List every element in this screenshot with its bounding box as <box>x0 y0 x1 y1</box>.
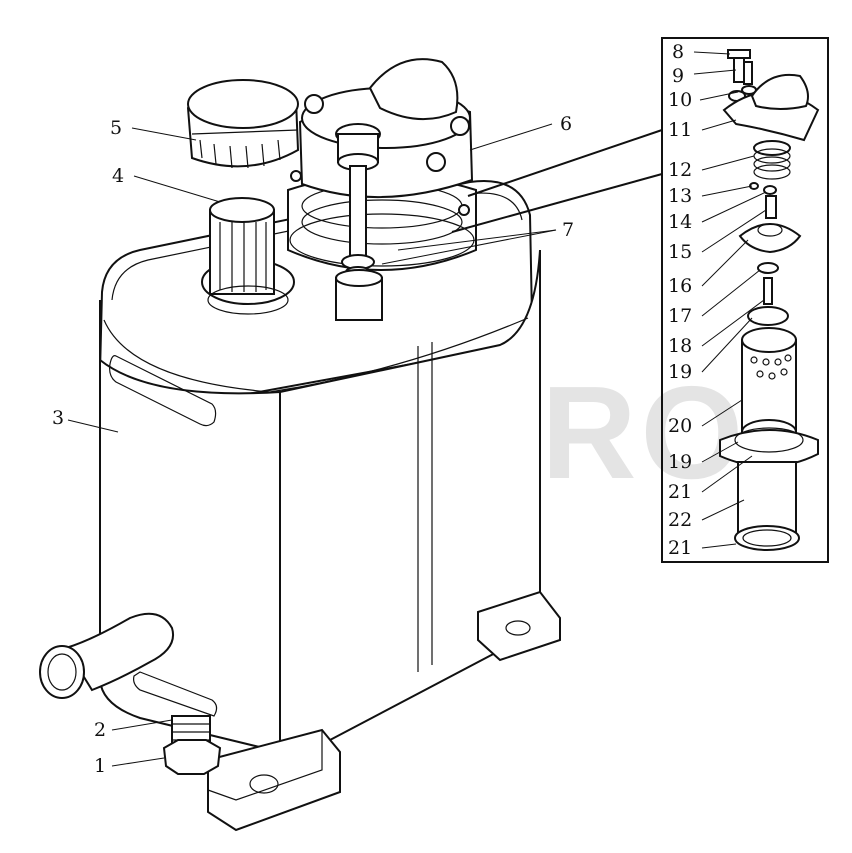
projection-line-upper <box>467 129 663 197</box>
callout-4: 4 <box>112 165 124 187</box>
callout-6: 6 <box>560 113 572 135</box>
leader-lines <box>67 51 767 767</box>
projection-line-lower <box>451 173 663 233</box>
callout-16: 16 <box>668 275 692 297</box>
callout-14: 14 <box>668 211 692 233</box>
callout-13: 13 <box>668 185 692 207</box>
callout-10: 10 <box>668 89 692 111</box>
exploded-parts <box>719 49 820 551</box>
filter-housing <box>287 58 477 271</box>
callout-22: 22 <box>668 509 692 531</box>
outlet-pipe <box>39 612 174 699</box>
callout-11: 11 <box>668 119 692 141</box>
mounting-foot-front <box>207 728 341 832</box>
callout-20: 20 <box>668 415 692 437</box>
dipstick <box>335 123 383 321</box>
exploded-view-frame <box>661 37 829 563</box>
tank-body <box>98 180 541 754</box>
callout-1: 1 <box>94 755 106 777</box>
drain-plug <box>162 715 222 775</box>
callout-3: 3 <box>52 407 64 429</box>
callout-17: 17 <box>668 305 692 327</box>
callout-12: 12 <box>668 159 692 181</box>
callout-21-lower: 21 <box>668 537 692 559</box>
mounting-foot-rear <box>477 590 561 662</box>
callout-2: 2 <box>94 719 106 741</box>
filler-neck <box>201 197 295 315</box>
callout-5: 5 <box>110 117 122 139</box>
callout-18: 18 <box>668 335 692 357</box>
callout-9: 9 <box>672 65 684 87</box>
callout-7: 7 <box>562 219 574 241</box>
callout-labels: 1 2 3 4 5 6 7 8 9 10 11 12 13 14 15 16 1… <box>52 41 692 777</box>
filler-cap <box>186 79 300 169</box>
callout-15: 15 <box>668 241 692 263</box>
callout-21-upper: 21 <box>668 481 692 503</box>
callout-19-upper: 19 <box>668 361 692 383</box>
callout-19-lower: 19 <box>668 451 692 473</box>
callout-8: 8 <box>672 41 684 63</box>
